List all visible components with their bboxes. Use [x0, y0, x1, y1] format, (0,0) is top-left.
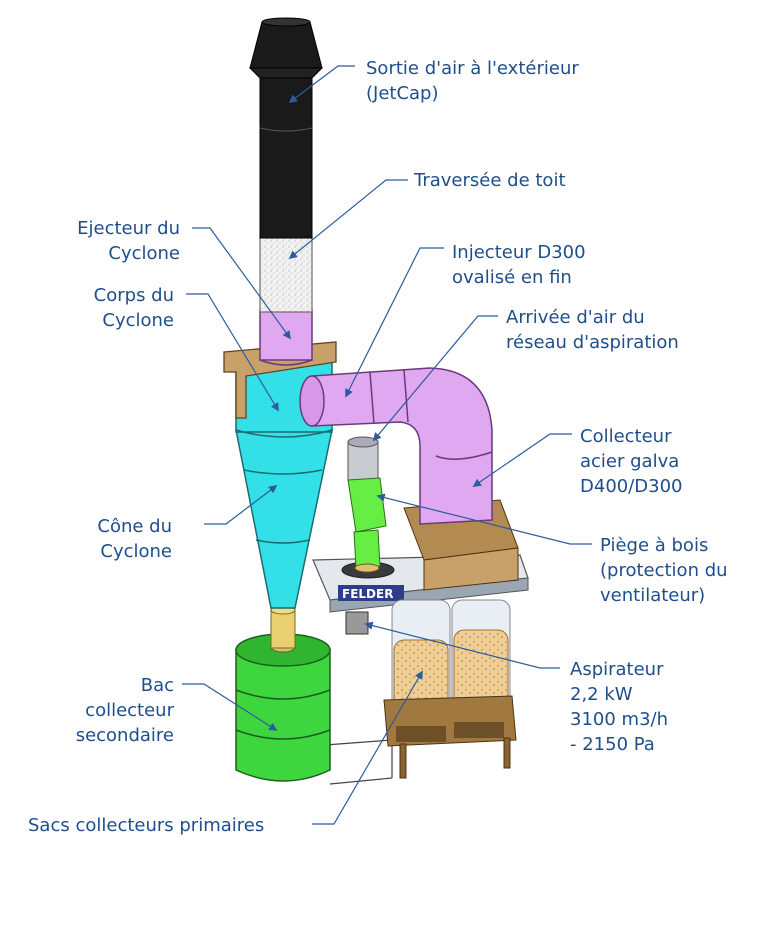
ejector-pipe — [259, 309, 313, 366]
leader-corps — [186, 293, 279, 412]
cone-outlet — [270, 605, 296, 649]
leader-lines — [182, 65, 592, 825]
leader-cone — [204, 484, 278, 525]
leader-traversee — [288, 179, 408, 260]
chimney-outlet — [248, 17, 324, 239]
leader-arrivee — [372, 315, 498, 442]
leader-aspirateur — [364, 621, 560, 669]
leader-injecteur — [345, 247, 444, 398]
leader-piege — [376, 493, 592, 545]
label-traversee: Traversée de toit — [414, 170, 566, 191]
leader-bac — [182, 683, 278, 731]
brand-logo: FELDER — [342, 587, 393, 601]
floor-frame — [324, 739, 393, 785]
leader-ejecteur — [192, 227, 291, 340]
injector-pipe — [347, 436, 387, 573]
collector-duct — [299, 367, 493, 525]
leader-sortie — [288, 65, 355, 104]
cyclone-cone — [235, 429, 333, 609]
secondary-drum — [235, 633, 331, 782]
leader-sacs — [312, 670, 423, 825]
label-sortie: Sortie d'air à l'extérieur(JetCap) — [366, 58, 579, 104]
leader-collecteur — [472, 433, 572, 487]
wooden-base — [383, 695, 517, 779]
roof-pass — [259, 235, 313, 313]
label-sacs: Sacs collecteurs primaires — [28, 815, 265, 836]
